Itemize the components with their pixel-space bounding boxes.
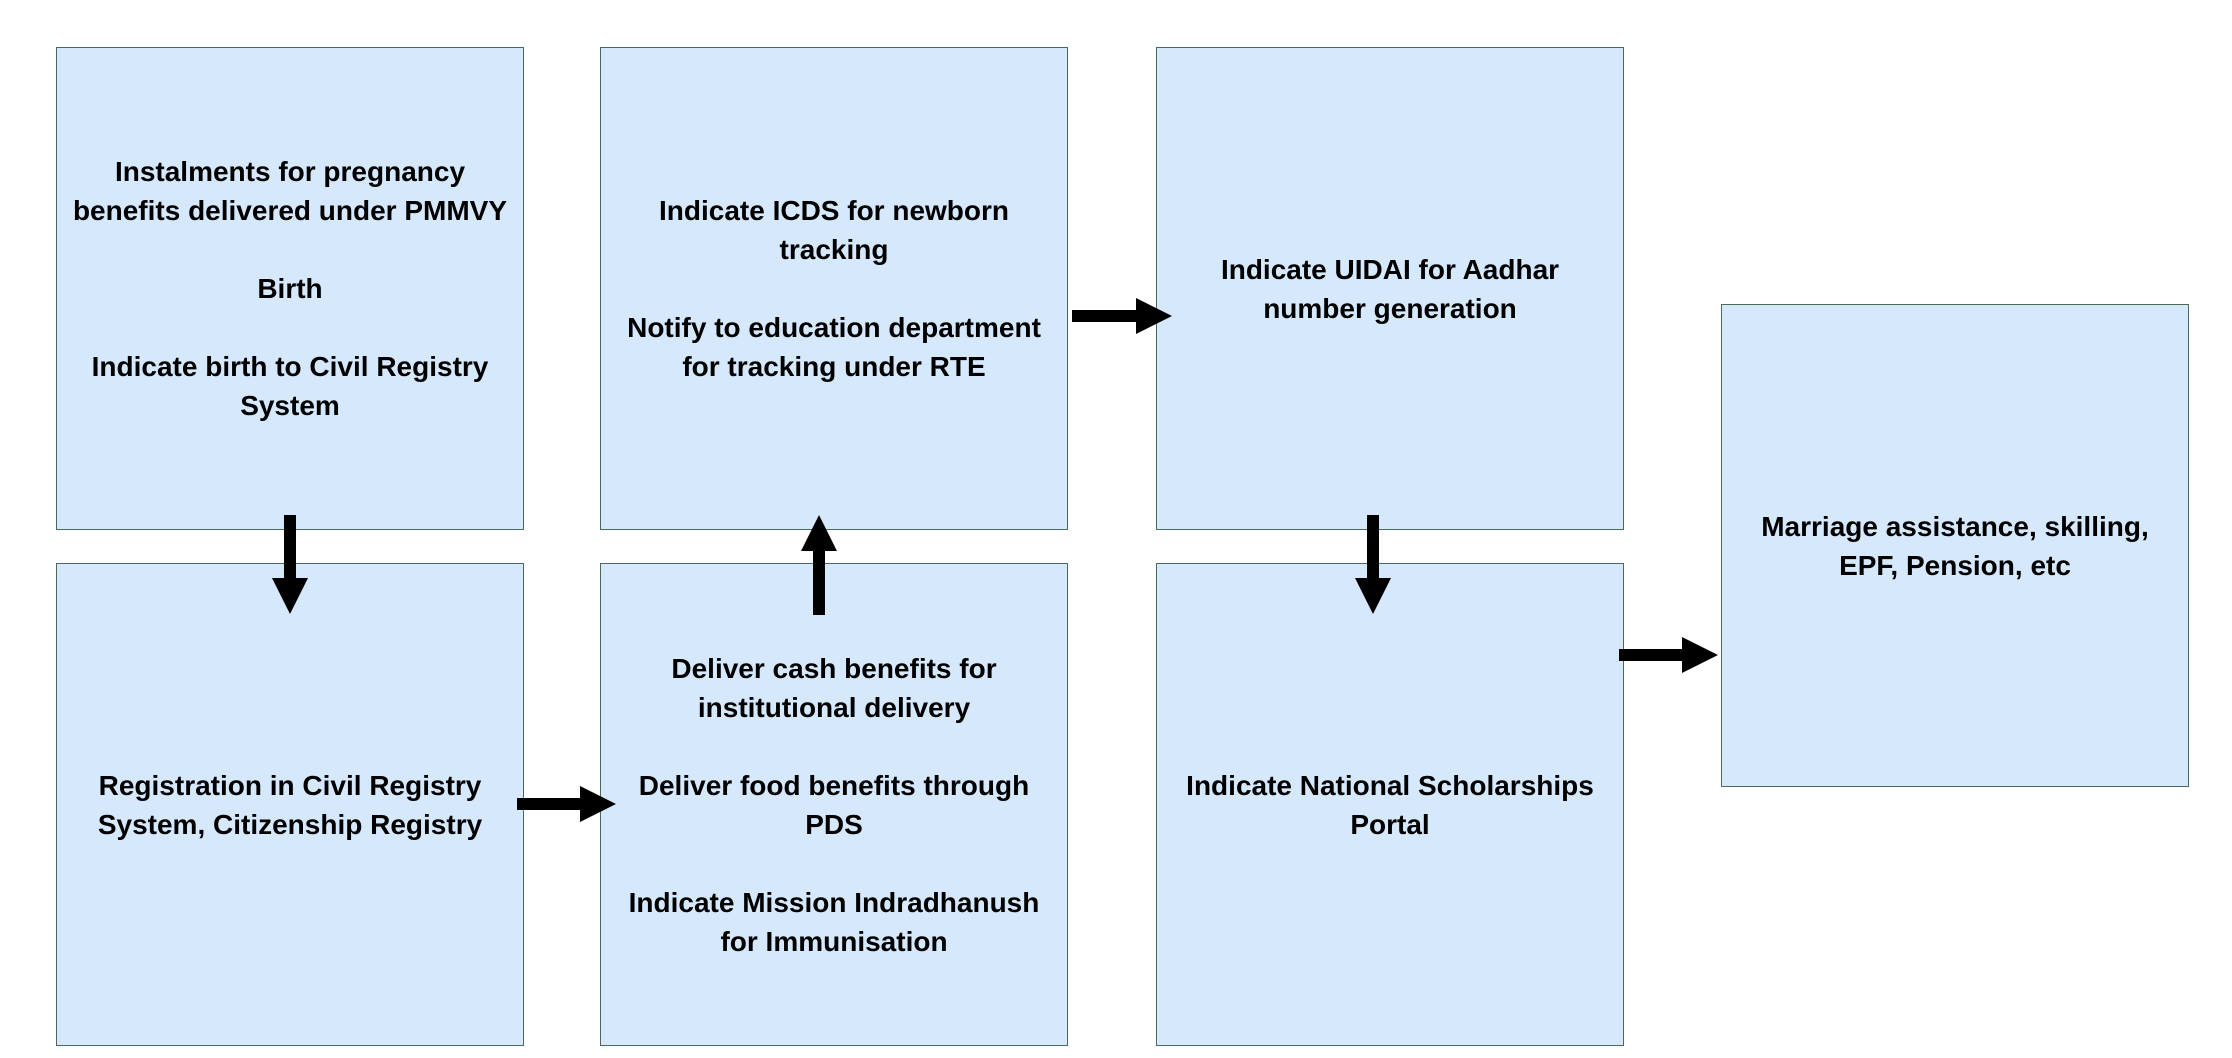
box-text: Deliver cash benefits for institutional …	[671, 652, 997, 723]
box-civil-registration: Registration in Civil Registry System, C…	[56, 563, 524, 1046]
box-text: Notify to education department for track…	[627, 312, 1041, 382]
box-text: Deliver food benefits through PDS	[638, 769, 1030, 840]
box-text: Marriage assistance, skilling, EPF, Pens…	[1761, 510, 2149, 581]
box-uidai-aadhar: Indicate UIDAI for Aadhar number generat…	[1156, 47, 1624, 530]
box-text: Indicate ICDS for newborn tracking	[658, 195, 1010, 265]
box-text: Instalments for pregnancy benefits deliv…	[72, 156, 508, 226]
arrow-up	[801, 515, 837, 615]
box-text: Indicate birth to Civil Registry System	[91, 351, 489, 421]
box-pmmvy-birth: Instalments for pregnancy benefits deliv…	[56, 47, 524, 530]
box-scholarships: Indicate National Scholarships Portal	[1156, 563, 1624, 1046]
box-text: Indicate UIDAI for Aadhar number generat…	[1220, 253, 1560, 324]
box-text: Indicate Mission Indradhanush for Immuni…	[628, 886, 1040, 957]
arrow-down	[272, 515, 308, 614]
box-text: Birth	[257, 273, 323, 304]
box-cash-food-immunisation: Deliver cash benefits for institutional …	[600, 563, 1068, 1046]
box-icds-rte: Indicate ICDS for newborn tracking Notif…	[600, 47, 1068, 530]
arrow-down	[1355, 515, 1391, 614]
box-text: Indicate National Scholarships Portal	[1186, 769, 1594, 840]
arrow-right	[517, 786, 616, 822]
box-text: Registration in Civil Registry System, C…	[97, 769, 483, 840]
box-later-life: Marriage assistance, skilling, EPF, Pens…	[1721, 304, 2189, 787]
arrow-right	[1619, 637, 1718, 673]
arrow-right	[1072, 298, 1172, 334]
